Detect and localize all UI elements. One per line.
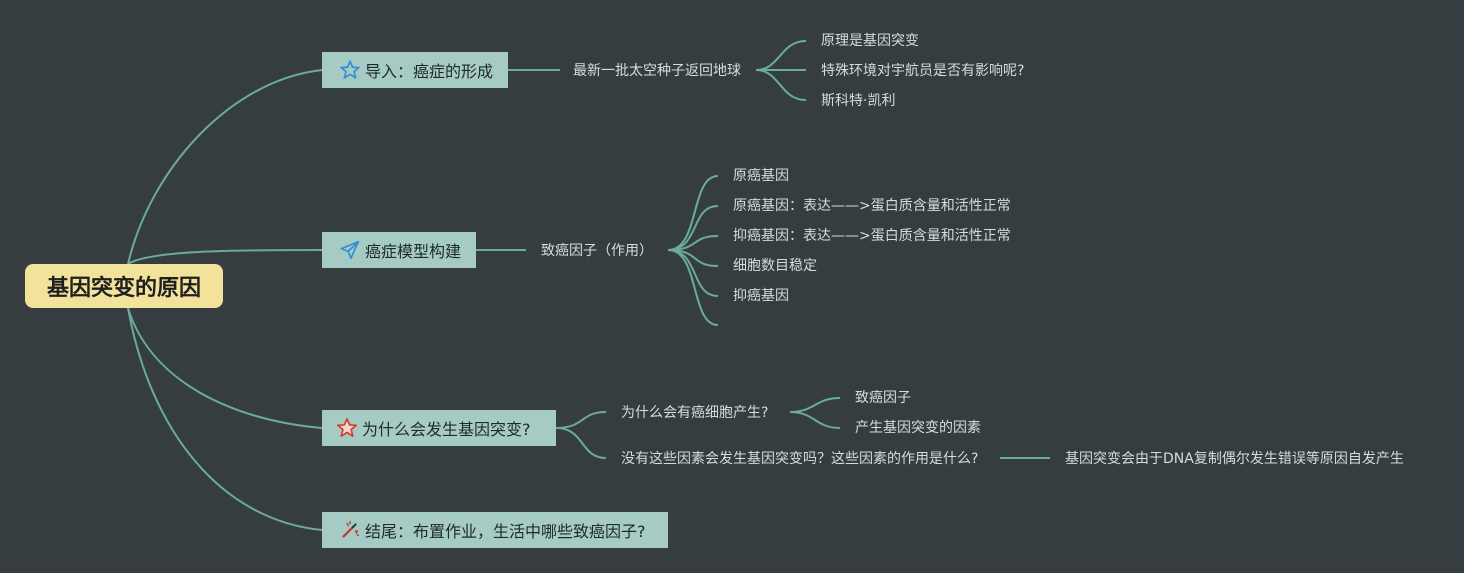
- node-carcinogen-role[interactable]: 致癌因子（作用）: [541, 243, 653, 259]
- link-b1c1-g1: [755, 40, 807, 71]
- link-root-branch-2: [127, 249, 323, 265]
- paper-plane-icon: [340, 240, 360, 260]
- branch-topic-ending[interactable]: 结尾：布置作业，生活中哪些致癌因子?: [322, 512, 668, 548]
- node-without-factors[interactable]: 没有这些因素会发生基因突变吗？这些因素的作用是什么?: [621, 451, 979, 467]
- link-b2c1-g1: [667, 175, 719, 251]
- link-b3-c1: [555, 411, 607, 429]
- link-root-branch-1: [127, 69, 323, 265]
- node-tumor-suppressor[interactable]: 抑癌基因: [733, 288, 789, 304]
- node-mutation-factors[interactable]: 产生基因突变的因素: [855, 420, 981, 436]
- link-b2c1-g2: [667, 205, 719, 251]
- branch-label: 导入：癌症的形成: [365, 62, 494, 81]
- node-spontaneous-mutation[interactable]: 基因突变会由于DNA复制偶尔发生错误等原因自发产生: [1065, 451, 1404, 467]
- node-principle[interactable]: 原理是基因突变: [821, 33, 919, 49]
- node-scott-kelly[interactable]: 斯科特·凯利: [821, 93, 896, 109]
- branch-label: 为什么会发生基因突变?: [362, 420, 531, 439]
- node-carcinogen[interactable]: 致癌因子: [855, 390, 911, 406]
- link-b3c1-g1: [789, 397, 841, 413]
- star-outline-icon: [340, 60, 360, 79]
- link-b3-c2: [555, 427, 607, 459]
- branch-label: 结尾：布置作业，生活中哪些致癌因子?: [365, 522, 646, 541]
- node-cell-count-stable[interactable]: 细胞数目稳定: [733, 258, 817, 274]
- star-red-icon: [337, 418, 357, 437]
- node-astronaut-question[interactable]: 特殊环境对宇航员是否有影响呢?: [821, 63, 1025, 79]
- magic-wand-icon: [342, 521, 359, 538]
- link-b2c1-g6: [667, 249, 719, 326]
- root-topic[interactable]: 基因突变的原因: [25, 264, 223, 308]
- branch-label: 癌症模型构建: [365, 242, 462, 261]
- node-space-seeds[interactable]: 最新一批太空种子返回地球: [573, 63, 741, 79]
- node-why-cancer-cells[interactable]: 为什么会有癌细胞产生?: [621, 405, 769, 421]
- node-suppressor-expression[interactable]: 抑癌基因：表达——>蛋白质含量和活性正常: [733, 228, 1011, 244]
- link-b3c1-g2: [789, 411, 841, 429]
- branch-topic-why-mutation[interactable]: 为什么会发生基因突变?: [322, 410, 556, 446]
- branch-topic-intro[interactable]: 导入：癌症的形成: [322, 52, 508, 88]
- node-proto-oncogene[interactable]: 原癌基因: [733, 168, 789, 184]
- link-b1c1-g3: [755, 69, 807, 101]
- branch-topic-model[interactable]: 癌症模型构建: [322, 232, 476, 268]
- link-root-branch-3: [127, 307, 323, 429]
- node-proto-oncogene-expression[interactable]: 原癌基因：表达——>蛋白质含量和活性正常: [733, 198, 1011, 214]
- link-root-branch-4: [127, 307, 323, 531]
